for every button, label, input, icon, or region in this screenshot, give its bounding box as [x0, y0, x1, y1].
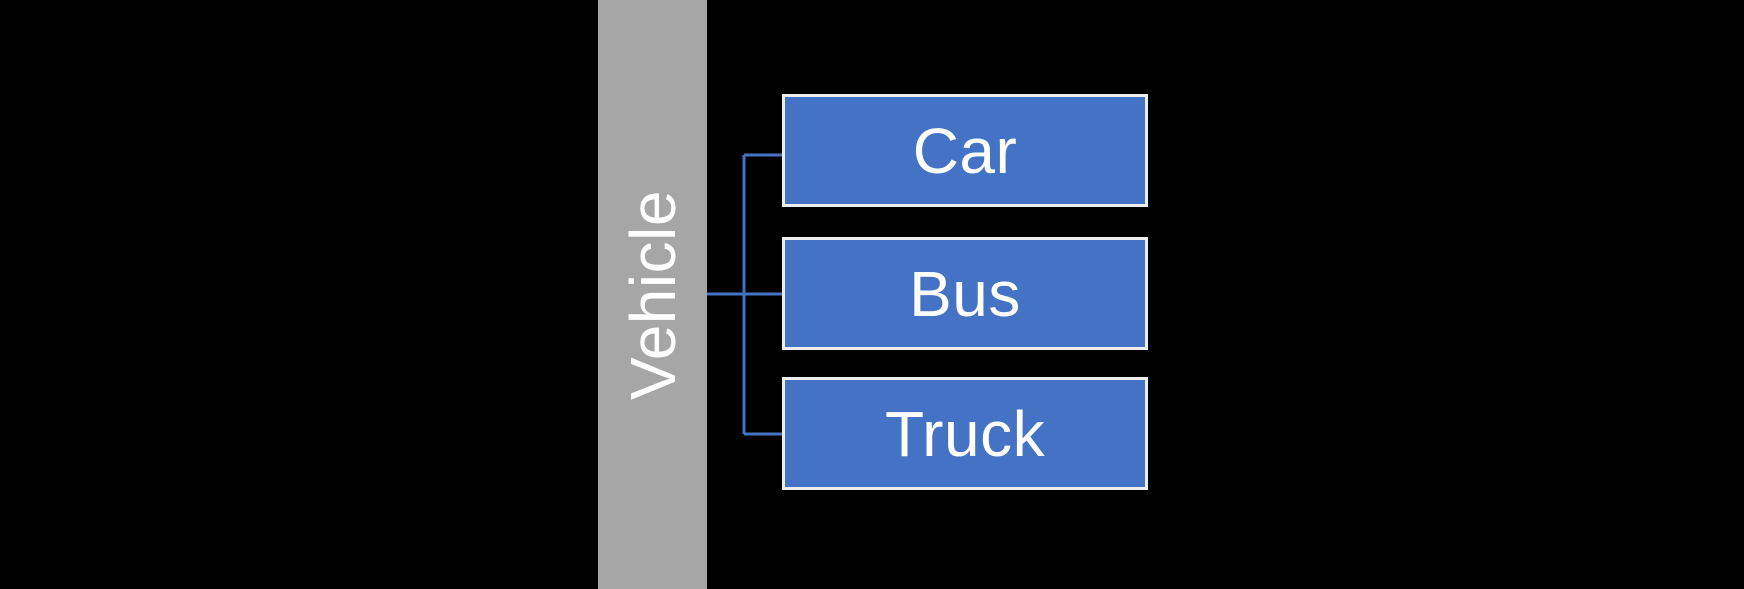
child-node-bus[interactable]: Bus	[782, 237, 1148, 350]
child-node-label: Bus	[909, 257, 1021, 330]
root-node-vehicle[interactable]: Vehicle	[598, 0, 707, 589]
root-node-label: Vehicle	[616, 189, 689, 400]
child-node-truck[interactable]: Truck	[782, 377, 1148, 490]
child-node-label: Car	[912, 114, 1018, 187]
child-node-car[interactable]: Car	[782, 94, 1148, 207]
child-node-label: Truck	[884, 397, 1046, 470]
